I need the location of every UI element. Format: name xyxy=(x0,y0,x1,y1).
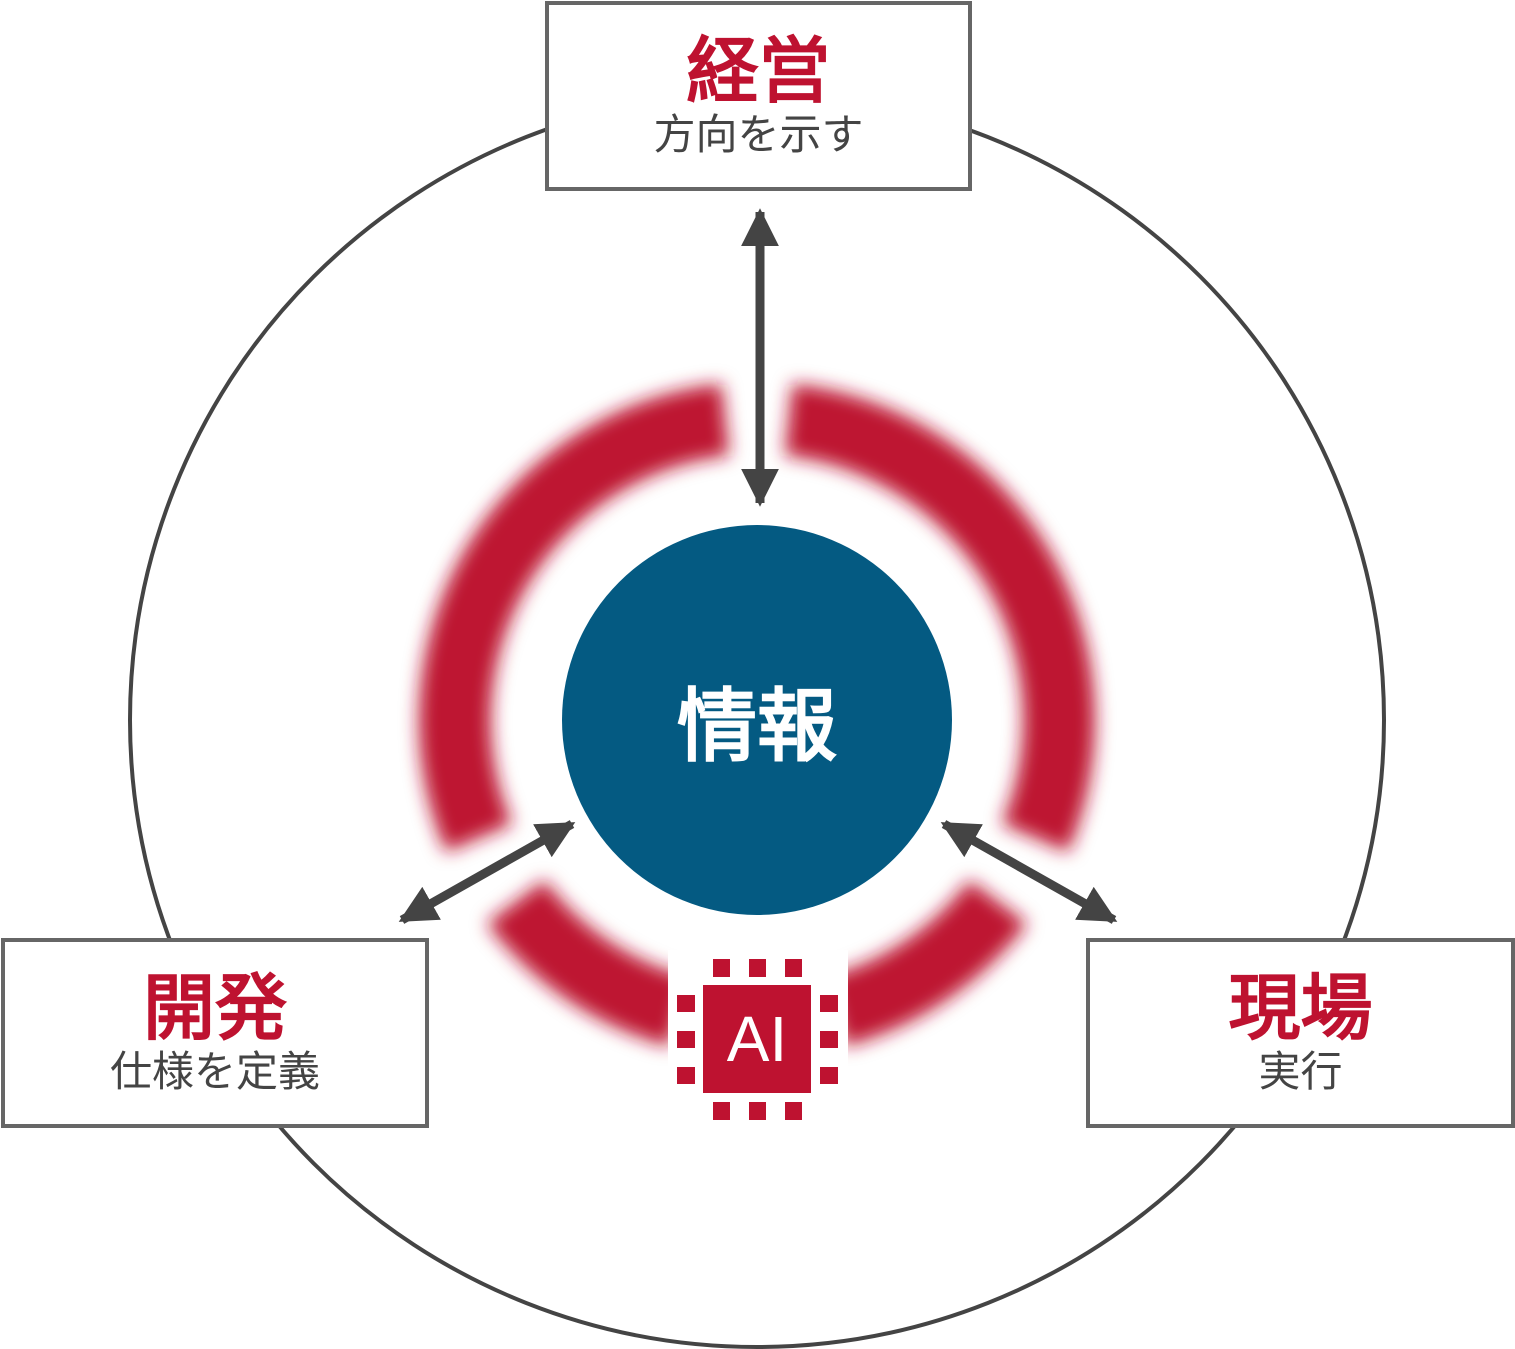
node-title: 開発 xyxy=(142,966,287,1050)
ai-chip-icon xyxy=(668,950,848,1130)
node-field: 現場 実行 xyxy=(1086,938,1515,1128)
info-circle xyxy=(562,525,952,915)
node-subtitle: 実行 xyxy=(1258,1047,1343,1096)
node-title: 現場 xyxy=(1228,966,1373,1050)
center-label: 情報 xyxy=(677,680,837,773)
node-subtitle: 方向を示す xyxy=(653,110,864,159)
ai-chip-label: AI xyxy=(726,1003,788,1075)
node-subtitle: 仕様を定義 xyxy=(109,1047,320,1096)
node-management: 経営 方向を示す xyxy=(545,1,972,191)
ring-segment xyxy=(487,879,689,1047)
node-development: 開発 仕様を定義 xyxy=(1,938,429,1128)
node-title: 経営 xyxy=(686,29,831,113)
arrow-left xyxy=(398,820,576,924)
ring-segment xyxy=(419,383,730,853)
ring-segment xyxy=(784,383,1095,853)
ring-segment xyxy=(825,879,1027,1047)
arrow-right xyxy=(940,820,1118,924)
